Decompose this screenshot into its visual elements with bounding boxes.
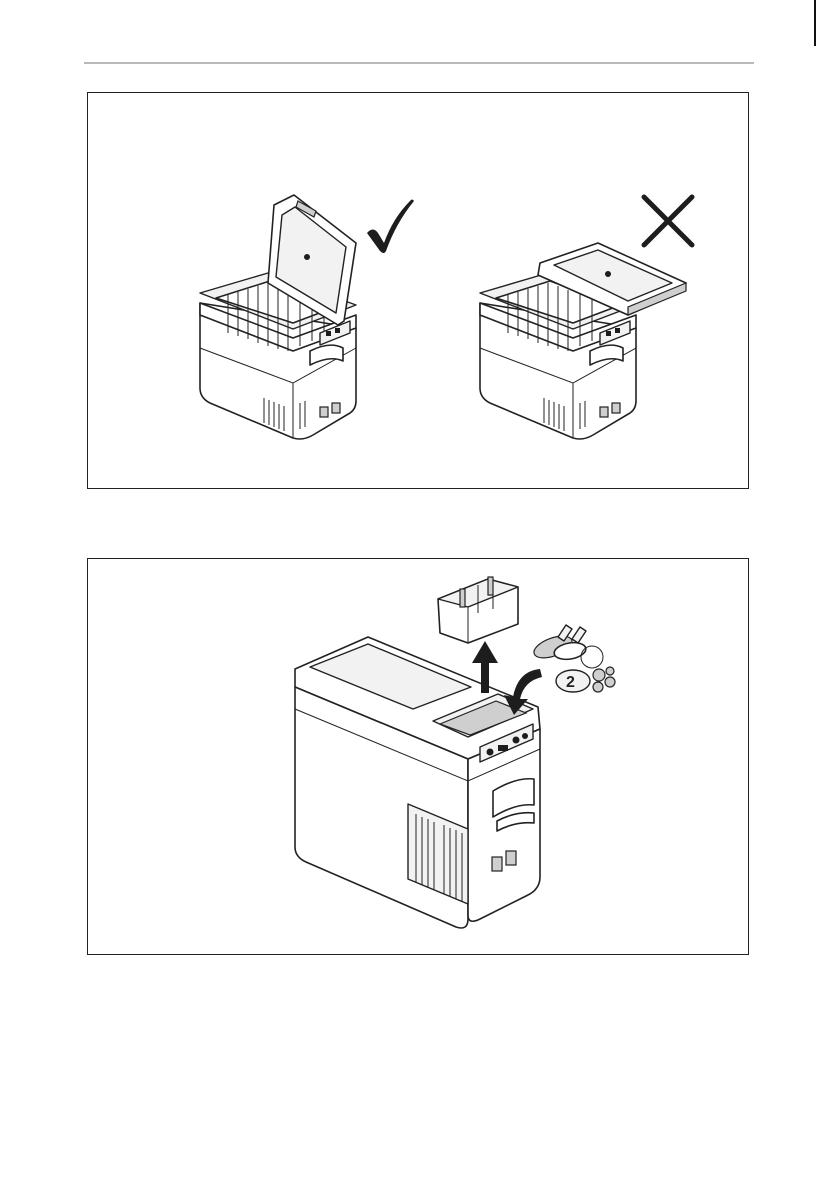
removable-basket-illustration bbox=[438, 577, 518, 643]
checkmark-icon bbox=[367, 200, 414, 254]
cross-icon bbox=[644, 197, 692, 245]
coins-illustration: 2 bbox=[556, 667, 615, 692]
lid-orientation-illustration bbox=[88, 93, 747, 487]
coin-label: 2 bbox=[566, 674, 575, 691]
fridge-incorrect-illustration bbox=[480, 243, 686, 439]
fridge-body-illustration bbox=[295, 637, 540, 928]
header-rule bbox=[84, 62, 754, 64]
fridge-correct-illustration bbox=[200, 195, 356, 439]
keys-illustration bbox=[531, 625, 603, 668]
storage-insert-illustration: 2 bbox=[88, 559, 747, 953]
page-cut-marker bbox=[814, 0, 816, 46]
figure-storage-insert: 2 bbox=[87, 558, 749, 955]
figure-lid-orientation bbox=[87, 92, 749, 489]
